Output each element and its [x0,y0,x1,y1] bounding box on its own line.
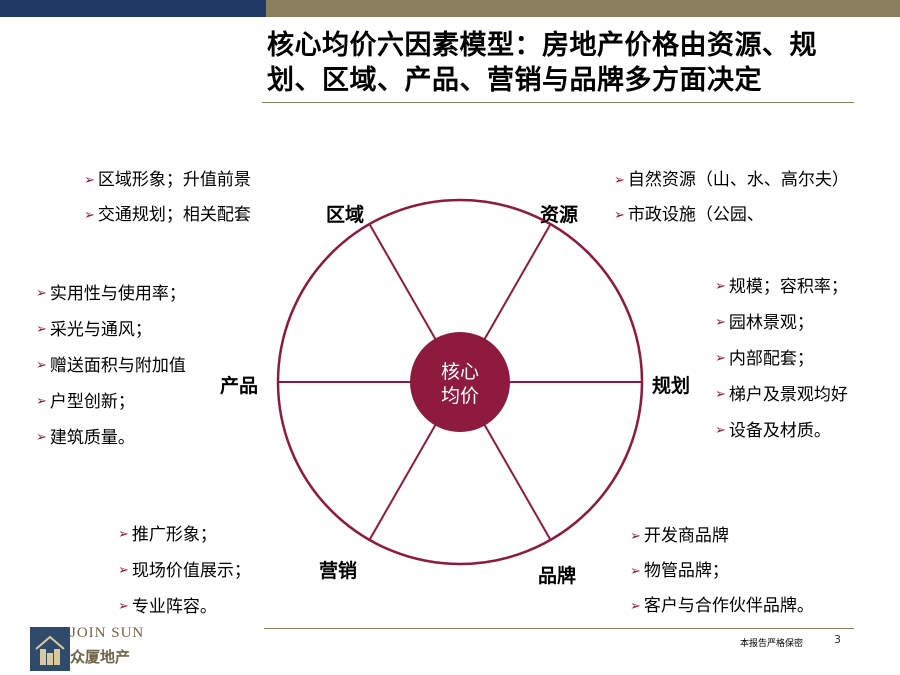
list-item: ➢交通规划；相关配套 [84,198,251,233]
arrow-right-icon: ➢ [36,430,47,445]
list-item: ➢户型创新； [36,384,186,420]
list-item: ➢实用性与使用率； [36,276,186,312]
chanpin-list: ➢实用性与使用率； ➢采光与通风； ➢赠送面积与附加值 ➢户型创新； ➢建筑质量… [36,276,186,456]
slide-title: 核心均价六因素模型：房地产价格由资源、规划、区域、产品、营销与品牌多方面决定 [267,30,817,96]
arrow-right-icon: ➢ [118,599,129,614]
arrow-right-icon: ➢ [630,599,641,614]
logo-text-en: JOIN SUN [70,625,145,641]
list-item: ➢建筑质量。 [36,420,186,456]
factor-label-ziyuan: 资源 [540,204,579,226]
list-item: ➢开发商品牌 [630,519,814,554]
logo-text-cn: 众厦地产 [70,648,131,666]
yingxiao-list: ➢推广形象； ➢现场价值展示； ➢专业阵容。 [118,517,251,625]
center-circle [410,332,510,432]
arrow-right-icon: ➢ [118,527,129,542]
list-item: ➢梯户及景观均好 [715,377,848,413]
arrow-right-icon: ➢ [84,173,95,188]
title-divider [262,102,854,103]
pinpai-list: ➢开发商品牌 ➢物管品牌； ➢客户与合作伙伴品牌。 [630,519,814,624]
list-item: ➢市政设施（公园、 [614,198,849,233]
center-label-line2: 均价 [441,385,479,407]
factor-label-chanpin: 产品 [220,375,259,397]
arrow-right-icon: ➢ [715,423,726,438]
page-number: 3 [834,633,841,646]
list-item: ➢物管品牌； [630,554,814,589]
arrow-right-icon: ➢ [36,286,47,301]
arrow-right-icon: ➢ [118,563,129,578]
guihua-list: ➢规模；容积率； ➢园林景观； ➢内部配套； ➢梯户及景观均好 ➢设备及材质。 [715,269,848,449]
arrow-right-icon: ➢ [715,315,726,330]
arrow-right-icon: ➢ [630,564,641,579]
ziyuan-list: ➢自然资源（山、水、高尔夫） ➢市政设施（公园、 [614,163,849,233]
list-item: ➢内部配套； [715,341,848,377]
quyu-list: ➢区域形象；升值前景 ➢交通规划；相关配套 [84,163,251,233]
arrow-right-icon: ➢ [36,394,47,409]
arrow-right-icon: ➢ [84,208,95,223]
list-item: ➢客户与合作伙伴品牌。 [630,589,814,624]
arrow-right-icon: ➢ [715,387,726,402]
arrow-right-icon: ➢ [36,358,47,373]
arrow-right-icon: ➢ [36,322,47,337]
factor-label-pinpai: 品牌 [538,565,577,587]
list-item: ➢设备及材质。 [715,413,848,449]
header-bar-khaki [266,0,900,17]
arrow-right-icon: ➢ [630,529,641,544]
factor-label-yingxiao: 营销 [319,560,358,582]
arrow-right-icon: ➢ [715,279,726,294]
list-item: ➢现场价值展示； [118,553,251,589]
factor-label-quyu: 区域 [326,204,365,226]
center-label-line1: 核心 [441,361,479,383]
confidential-note: 本报告严格保密 [740,639,804,649]
footer-divider [264,628,854,629]
company-logo-icon [30,627,70,671]
list-item: ➢园林景观； [715,305,848,341]
list-item: ➢推广形象； [118,517,251,553]
factor-label-guihua: 规划 [652,375,691,397]
header-bar-navy [0,0,266,17]
list-item: ➢区域形象；升值前景 [84,163,251,198]
list-item: ➢采光与通风； [36,312,186,348]
list-item: ➢自然资源（山、水、高尔夫） [614,163,849,198]
list-item: ➢专业阵容。 [118,589,251,625]
list-item: ➢规模；容积率； [715,269,848,305]
arrow-right-icon: ➢ [614,208,625,223]
list-item: ➢赠送面积与附加值 [36,348,186,384]
arrow-right-icon: ➢ [715,351,726,366]
arrow-right-icon: ➢ [614,173,625,188]
